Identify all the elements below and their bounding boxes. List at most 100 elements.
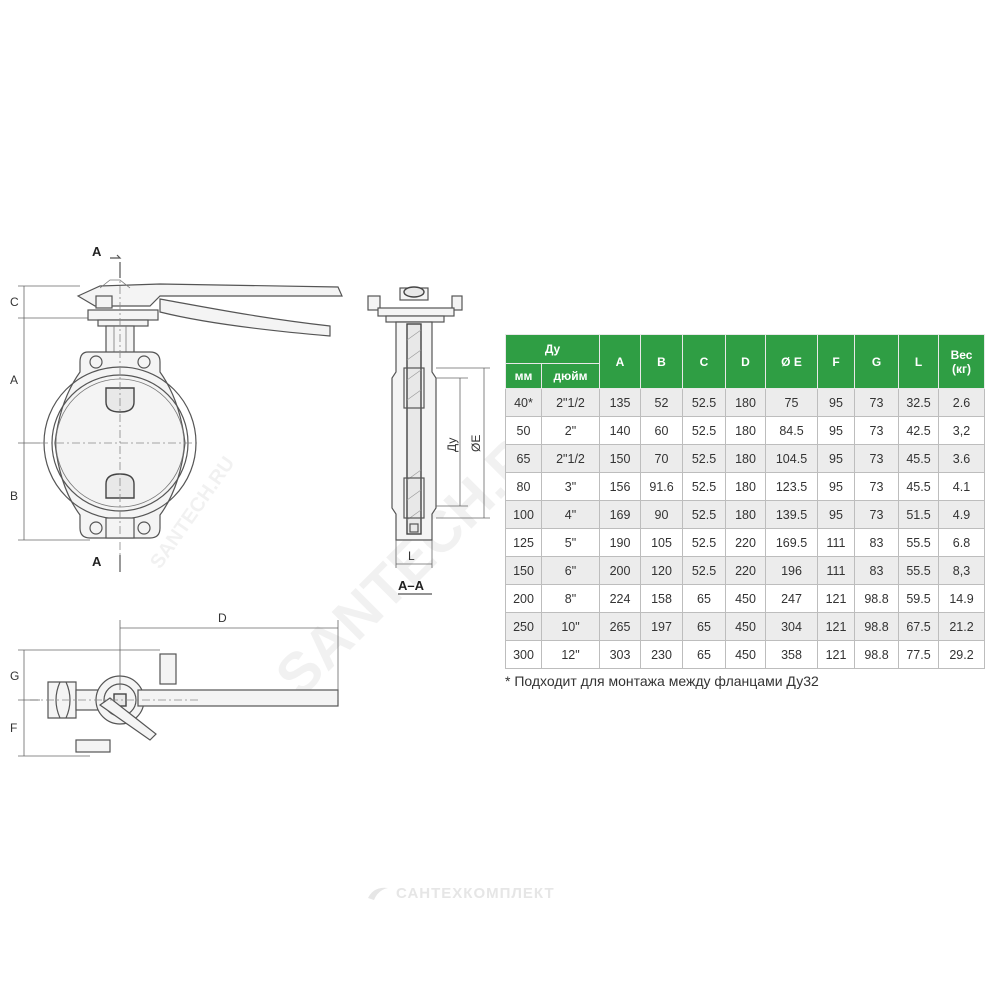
table-cell: 98.8 [854, 612, 899, 641]
table-cell: 121 [817, 584, 855, 613]
header-mm: мм [505, 363, 542, 389]
table-cell: 200 [599, 556, 641, 585]
table-cell: 14.9 [938, 584, 985, 613]
table-cell: 169 [599, 500, 641, 529]
table-cell: 52.5 [682, 444, 726, 473]
table-cell: 3,2 [938, 416, 985, 445]
header-weight: Вес (кг) [938, 334, 985, 389]
table-cell: 304 [765, 612, 818, 641]
header-g: G [854, 334, 899, 389]
dim-label-g: G [10, 669, 19, 683]
table-cell: 52 [640, 388, 683, 417]
table-cell: 65 [682, 612, 726, 641]
table-cell: 123.5 [765, 472, 818, 501]
table-cell: 2"1/2 [541, 444, 600, 473]
table-cell: 180 [725, 444, 766, 473]
table-cell: 29.2 [938, 640, 985, 669]
table-cell: 8" [541, 584, 600, 613]
table-cell: 45.5 [898, 472, 939, 501]
table-cell: 125 [505, 528, 542, 557]
spec-table: Ду A B C D Ø E F G L Вес (кг) мм дюйм 40… [505, 334, 985, 669]
table-cell: 303 [599, 640, 641, 669]
table-cell: 52.5 [682, 388, 726, 417]
table-cell: 6" [541, 556, 600, 585]
footnote: * Подходит для монтажа между фланцами Ду… [505, 673, 819, 689]
dim-label-dn: Ду [445, 438, 459, 452]
table-cell: 5" [541, 528, 600, 557]
table-cell: 95 [817, 388, 855, 417]
dim-label-d: D [218, 611, 227, 625]
table-cell: 55.5 [898, 528, 939, 557]
header-weight-line2: (кг) [952, 361, 971, 376]
front-view: A A C A B [10, 244, 343, 572]
table-cell: 139.5 [765, 500, 818, 529]
table-cell: 197 [640, 612, 683, 641]
table-cell: 51.5 [898, 500, 939, 529]
table-cell: 73 [854, 416, 899, 445]
table-cell: 59.5 [898, 584, 939, 613]
table-cell: 95 [817, 416, 855, 445]
brand-logo: САНТЕХКОМПЛЕКТ [366, 884, 555, 902]
table-cell: 220 [725, 528, 766, 557]
brand-mark-icon [368, 887, 388, 900]
table-cell: 169.5 [765, 528, 818, 557]
table-cell: 2"1/2 [541, 388, 600, 417]
table-cell: 40* [505, 388, 542, 417]
table-cell: 180 [725, 388, 766, 417]
table-cell: 73 [854, 472, 899, 501]
table-cell: 121 [817, 640, 855, 669]
table-cell: 65 [682, 640, 726, 669]
table-cell: 220 [725, 556, 766, 585]
table-cell: 73 [854, 388, 899, 417]
table-cell: 200 [505, 584, 542, 613]
table-cell: 105 [640, 528, 683, 557]
table-cell: 150 [505, 556, 542, 585]
table-cell: 158 [640, 584, 683, 613]
table-cell: 52.5 [682, 528, 726, 557]
header-d: D [725, 334, 766, 389]
table-cell: 140 [599, 416, 641, 445]
table-cell: 12" [541, 640, 600, 669]
table-cell: 230 [640, 640, 683, 669]
dim-label-b: B [10, 489, 18, 503]
table-cell: 111 [817, 528, 855, 557]
table-cell: 55.5 [898, 556, 939, 585]
table-cell: 52.5 [682, 472, 726, 501]
header-c: C [682, 334, 726, 389]
table-cell: 250 [505, 612, 542, 641]
table-cell: 3.6 [938, 444, 985, 473]
top-view: D G F [10, 611, 339, 757]
table-cell: 180 [725, 416, 766, 445]
table-cell: 111 [817, 556, 855, 585]
dim-label-f: F [10, 721, 17, 735]
table-cell: 67.5 [898, 612, 939, 641]
table-cell: 247 [765, 584, 818, 613]
table-cell: 95 [817, 472, 855, 501]
table-cell: 8,3 [938, 556, 985, 585]
table-cell: 300 [505, 640, 542, 669]
header-dn: Ду [505, 334, 600, 364]
table-cell: 65 [505, 444, 542, 473]
table-cell: 52.5 [682, 416, 726, 445]
table-cell: 120 [640, 556, 683, 585]
table-cell: 358 [765, 640, 818, 669]
table-cell: 73 [854, 444, 899, 473]
table-cell: 83 [854, 528, 899, 557]
table-cell: 52.5 [682, 556, 726, 585]
table-cell: 42.5 [898, 416, 939, 445]
table-cell: 77.5 [898, 640, 939, 669]
table-cell: 50 [505, 416, 542, 445]
table-cell: 4" [541, 500, 600, 529]
table-cell: 104.5 [765, 444, 818, 473]
table-cell: 4.9 [938, 500, 985, 529]
table-cell: 2.6 [938, 388, 985, 417]
